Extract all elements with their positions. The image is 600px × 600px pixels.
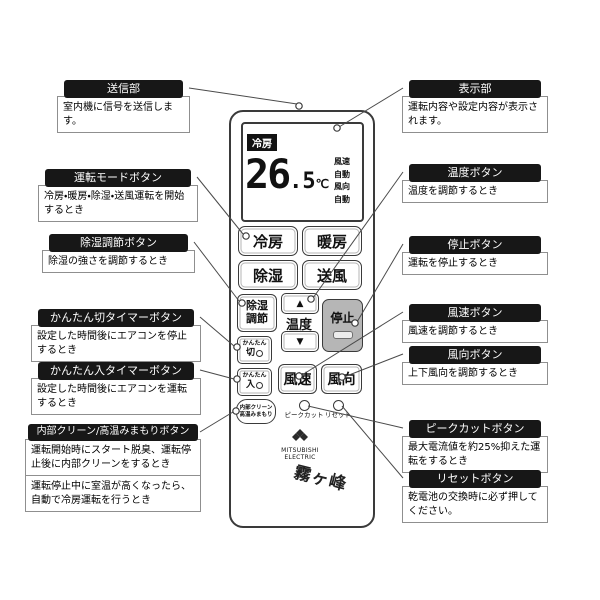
- callout-peak-cut-button: ピークカットボタン 最大電流値を約25%抑えた運転をするとき: [402, 420, 548, 473]
- callout-internal-clean: 内部クリーン/高温みまもりボタン 運転開始時にスタート脱臭、運転停止後に内部クリ…: [25, 424, 201, 512]
- callout-body: 最大電流値を約25%抑えた運転をするとき: [402, 435, 548, 473]
- lcd-status-line: 風速: [334, 157, 350, 166]
- dry-adjust-label: 除湿: [246, 299, 268, 313]
- callout-body: 風速を調節するとき: [402, 319, 548, 343]
- callout-title: かんたん切タイマーボタン: [38, 309, 194, 327]
- mitsubishi-logo-icon: [292, 429, 308, 441]
- fan-direction-button[interactable]: 風向: [321, 364, 362, 394]
- connector-dot: [295, 102, 303, 110]
- easy-on-label: 入: [246, 380, 263, 390]
- dry-adjust-label: 調節: [246, 312, 268, 325]
- callout-body: 冷房・暖房・除湿・送風運転を開始するとき: [38, 184, 198, 222]
- callout-title: 風向ボタン: [409, 346, 541, 364]
- callout-stop-button: 停止ボタン 運転を停止するとき: [402, 236, 548, 275]
- callout-fan-direction-button: 風向ボタン 上下風向を調節するとき: [402, 346, 548, 385]
- lcd-status-line: 風向: [334, 182, 350, 191]
- lcd-temperature-readout: 26.5℃: [245, 152, 329, 198]
- callout-title: かんたん入タイマーボタン: [38, 362, 194, 380]
- reset-label: リセット: [325, 411, 351, 419]
- callout-title: 送信部: [64, 80, 183, 98]
- stop-button[interactable]: 停止: [322, 299, 363, 352]
- callout-title: 停止ボタン: [409, 236, 541, 254]
- easy-off-label: 切: [246, 348, 263, 358]
- stop-indicator: [332, 330, 353, 339]
- callout-body: 除湿の強さを調節するとき: [42, 249, 195, 273]
- callout-temp-button: 温度ボタン 温度を調節するとき: [402, 164, 548, 203]
- temp-up-button[interactable]: ▲: [281, 293, 319, 314]
- lcd-mode-badge: 冷房: [247, 134, 277, 151]
- temp-down-button[interactable]: ▼: [281, 331, 319, 352]
- easy-off-timer-button[interactable]: かんたん 切: [237, 336, 272, 364]
- callout-title: 除湿調節ボタン: [49, 234, 188, 252]
- callout-body: 上下風向を調節するとき: [402, 361, 548, 385]
- callout-title: 温度ボタン: [409, 164, 541, 182]
- callout-title: 内部クリーン/高温みまもりボタン: [28, 424, 198, 441]
- callout-mode-button: 運転モードボタン 冷房・暖房・除湿・送風運転を開始するとき: [38, 169, 198, 222]
- callout-body: 設定した時間後にエアコンを運転するとき: [31, 377, 201, 415]
- callout-body: 運転内容や設定内容が表示されます。: [402, 95, 548, 133]
- peak-cut-label: ピークカット: [284, 411, 324, 419]
- dry-adjust-button[interactable]: 除湿 調節: [237, 294, 277, 332]
- reset-button[interactable]: [333, 400, 344, 411]
- callout-title: 運転モードボタン: [45, 169, 191, 187]
- callout-body: 乾電池の交換時に必ず押してください。: [402, 485, 548, 523]
- mitsubishi-logo-text: MITSUBISHI ELECTRIC: [268, 447, 332, 461]
- callout-dry-adjust-button: 除湿調節ボタン 除湿の強さを調節するとき: [42, 234, 195, 273]
- mitsubishi-logo-text-line: ELECTRIC: [284, 454, 316, 461]
- lcd-status-panel: 風速 自動 風向 自動: [327, 156, 357, 206]
- callout-title: 風速ボタン: [409, 304, 541, 322]
- callout-fan-speed-button: 風速ボタン 風速を調節するとき: [402, 304, 548, 343]
- callout-easy-on-timer: かんたん入タイマーボタン 設定した時間後にエアコンを運転するとき: [31, 362, 201, 415]
- callout-body: 設定した時間後にエアコンを停止するとき: [31, 324, 201, 362]
- mitsubishi-logo-text-line: MITSUBISHI: [281, 447, 319, 454]
- lcd-status-line: 自動: [334, 194, 350, 204]
- fan-mode-button[interactable]: 送風: [302, 260, 362, 290]
- callout-title: ピークカットボタン: [409, 420, 541, 438]
- callout-reset-button: リセットボタン 乾電池の交換時に必ず押してください。: [402, 470, 548, 523]
- callout-display: 表示部 運転内容や設定内容が表示されます。: [402, 80, 548, 133]
- fan-speed-button[interactable]: 風速: [278, 364, 317, 394]
- lcd-temp-main: 26: [245, 152, 291, 198]
- easy-off-label: かんたん: [242, 340, 267, 348]
- lcd-temp-frac: .5: [289, 169, 316, 194]
- heat-mode-button[interactable]: 暖房: [302, 226, 362, 256]
- timer-icon: [256, 349, 263, 357]
- cool-mode-button[interactable]: 冷房: [238, 226, 298, 256]
- dry-mode-button[interactable]: 除湿: [238, 260, 298, 290]
- callout-body: 運転開始時にスタート脱臭、運転停止後に内部クリーンをするとき: [25, 438, 201, 476]
- callout-body: 温度を調節するとき: [402, 179, 548, 203]
- high-temp-watch-label: 高温みまもり: [239, 411, 273, 418]
- stop-button-label: 停止: [330, 311, 355, 326]
- lcd-status-line: 自動: [334, 169, 350, 179]
- easy-on-label: かんたん: [242, 372, 267, 380]
- callout-easy-off-timer: かんたん切タイマーボタン 設定した時間後にエアコンを停止するとき: [31, 309, 201, 362]
- callout-title: リセットボタン: [409, 470, 541, 488]
- callout-body: 運転停止中に室温が高くなったら、自動で冷房運転を行うとき: [25, 474, 201, 512]
- easy-on-timer-button[interactable]: かんたん 入: [237, 368, 272, 396]
- internal-clean-label: 内部クリーン: [239, 405, 273, 412]
- callout-body: 運転を停止するとき: [402, 251, 548, 275]
- peak-cut-button[interactable]: [299, 400, 310, 411]
- connector-line: [188, 87, 298, 105]
- callout-title: 表示部: [409, 80, 541, 98]
- callout-transmitter: 送信部 室内機に信号を送信します。: [57, 80, 190, 133]
- internal-clean-button[interactable]: 内部クリーン 高温みまもり: [236, 399, 276, 424]
- callout-body: 室内機に信号を送信します。: [57, 95, 190, 133]
- timer-icon: [256, 381, 263, 389]
